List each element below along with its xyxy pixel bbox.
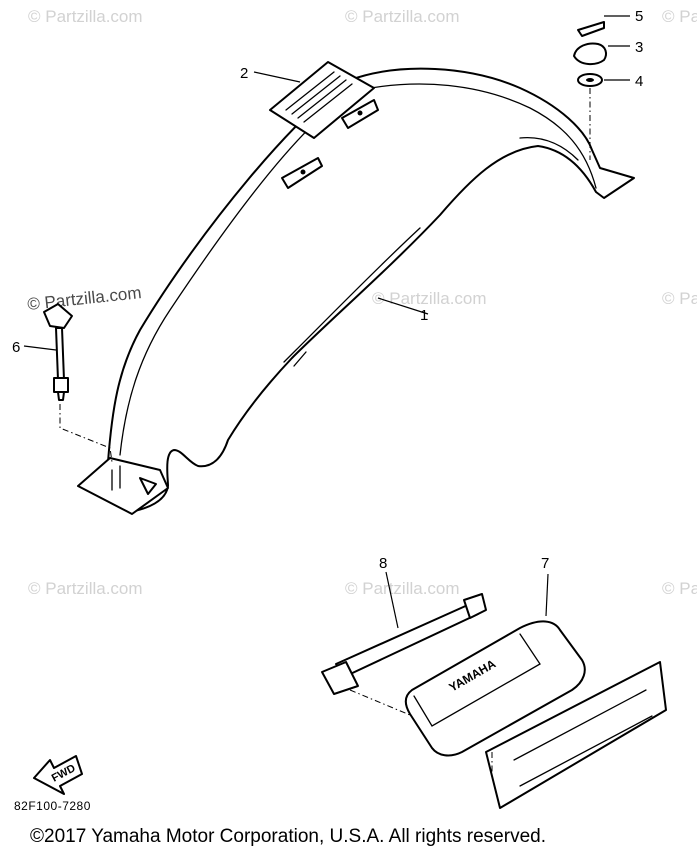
decal-line bbox=[297, 79, 347, 119]
callout-5: 5 bbox=[635, 8, 643, 25]
bolt-tip bbox=[57, 391, 65, 401]
bolt-assembly bbox=[43, 303, 113, 463]
diagram-code: 82F100-7280 bbox=[14, 799, 91, 813]
bolt-shank bbox=[55, 327, 65, 381]
strap-end bbox=[463, 593, 487, 619]
fender-edge bbox=[359, 83, 597, 189]
watermark: © Partzilla.com bbox=[345, 7, 460, 26]
cotter-pin bbox=[577, 21, 605, 37]
fender-body bbox=[83, 67, 635, 513]
wing-nut bbox=[573, 42, 607, 66]
forward-arrow-icon: FWD bbox=[33, 755, 83, 795]
fender-strip bbox=[283, 227, 421, 363]
assembly-line bbox=[59, 404, 113, 463]
bolt-hole bbox=[357, 110, 363, 116]
toolbox-lid-edge bbox=[413, 633, 541, 727]
grommet-hole bbox=[586, 78, 594, 82]
decal-sheet bbox=[269, 61, 375, 139]
bracket-edge bbox=[513, 689, 647, 761]
plate-tab bbox=[139, 477, 157, 495]
leader-lines bbox=[23, 15, 630, 629]
bolt-hole bbox=[300, 169, 306, 175]
watermark: © Partzilla.com bbox=[662, 579, 697, 598]
strap-buckle bbox=[321, 661, 359, 695]
front-mount-plate bbox=[77, 457, 169, 515]
fender-strip bbox=[293, 351, 307, 367]
bolt-head bbox=[43, 303, 73, 329]
watermark: © Partzilla.com bbox=[28, 7, 143, 26]
bolt-nut bbox=[53, 377, 69, 393]
watermark: © Partzilla.com bbox=[372, 289, 487, 308]
callout-2: 2 bbox=[240, 65, 248, 82]
decal-line bbox=[285, 71, 335, 111]
watermark-dark: © Partzilla.com bbox=[26, 283, 142, 314]
fastener-stack bbox=[573, 21, 607, 160]
decal-line bbox=[303, 83, 353, 123]
watermark: © Partzilla.com bbox=[662, 7, 697, 26]
toolbox-bracket bbox=[485, 661, 667, 809]
watermark: © Partzilla.com bbox=[662, 289, 697, 308]
toolbox: YAMAHA bbox=[404, 620, 667, 809]
callout-4: 4 bbox=[635, 73, 643, 90]
callout-3: 3 bbox=[635, 39, 643, 56]
callout-7: 7 bbox=[541, 555, 549, 572]
toolbox-body bbox=[404, 620, 586, 757]
rear-fender bbox=[77, 67, 635, 515]
callout-6: 6 bbox=[12, 339, 20, 356]
decal bbox=[269, 61, 375, 139]
watermark: © Partzilla.com bbox=[345, 579, 460, 598]
callout-1: 1 bbox=[420, 307, 428, 324]
copyright-notice: ©2017 Yamaha Motor Corporation, U.S.A. A… bbox=[30, 826, 546, 847]
callout-8: 8 bbox=[379, 555, 387, 572]
decal-line bbox=[291, 75, 341, 115]
fender-flange bbox=[519, 136, 579, 161]
watermark: © Partzilla.com bbox=[28, 579, 143, 598]
bracket-edge bbox=[519, 715, 653, 787]
